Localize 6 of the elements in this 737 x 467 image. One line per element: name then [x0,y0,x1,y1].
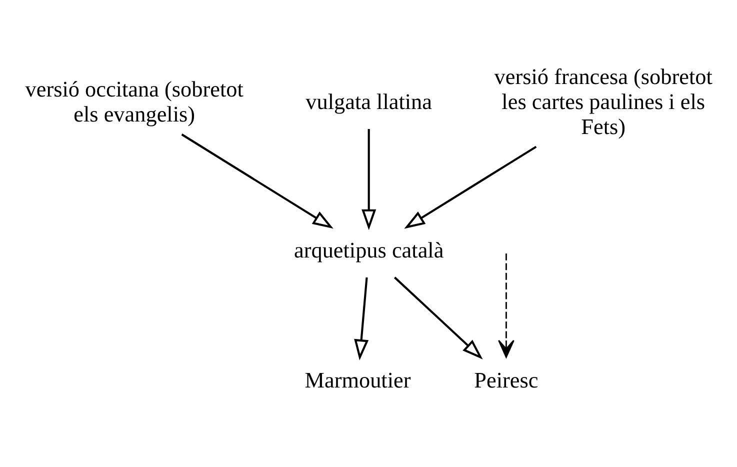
node-text: Marmoutier [304,367,411,392]
node-text: vulgata llatina [306,88,432,114]
node-text: versió occitana (sobretot els evangelis) [25,76,244,126]
node-text: Peiresc [474,367,538,392]
node-text: arquetipus català [294,236,444,262]
node-text: versió francesa (sobretot les cartes paulines i els Fets) [494,63,712,138]
